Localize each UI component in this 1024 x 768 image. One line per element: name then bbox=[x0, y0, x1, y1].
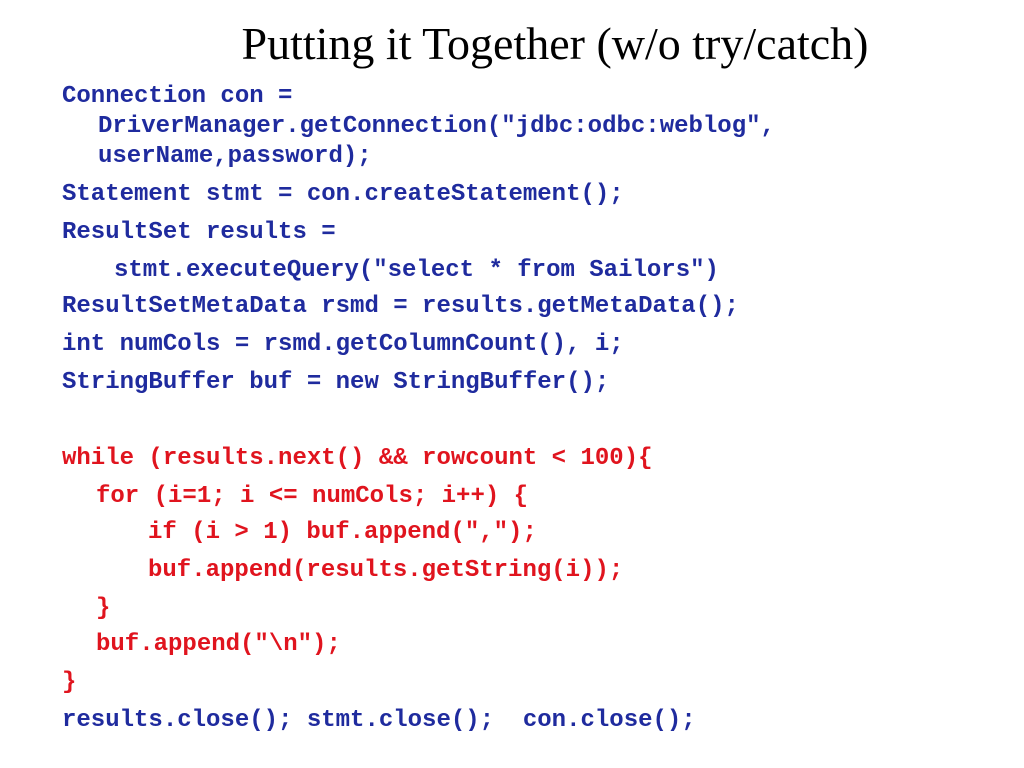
code-line-resultset-2: stmt.executeQuery("select * from Sailors… bbox=[114, 257, 719, 284]
code-line-metadata: ResultSetMetaData rsmd = results.getMeta… bbox=[62, 293, 739, 320]
code-line-for-close: } bbox=[96, 595, 111, 622]
code-line-buffer: StringBuffer buf = new StringBuffer(); bbox=[62, 369, 610, 396]
code-line-append-string: buf.append(results.getString(i)); bbox=[148, 557, 624, 584]
code-line-while-open: while (results.next() && rowcount < 100)… bbox=[62, 445, 653, 472]
code-line-connection-3: userName,password); bbox=[98, 143, 372, 170]
code-line-append-newline: buf.append("\n"); bbox=[96, 631, 341, 658]
code-line-close-all: results.close(); stmt.close(); con.close… bbox=[62, 707, 696, 734]
code-line-for-open: for (i=1; i <= numCols; i++) { bbox=[96, 483, 529, 510]
code-line-numcols: int numCols = rsmd.getColumnCount(), i; bbox=[62, 331, 624, 358]
code-line-while-close: } bbox=[62, 669, 77, 696]
code-line-connection-2: DriverManager.getConnection("jdbc:odbc:w… bbox=[98, 113, 775, 140]
code-line-connection-1: Connection con = bbox=[62, 83, 293, 110]
code-line-if-append: if (i > 1) buf.append(","); bbox=[148, 519, 537, 546]
slide-title: Putting it Together (w/o try/catch) bbox=[241, 18, 869, 69]
code-line-resultset-1: ResultSet results = bbox=[62, 219, 336, 246]
code-line-statement: Statement stmt = con.createStatement(); bbox=[62, 181, 624, 208]
